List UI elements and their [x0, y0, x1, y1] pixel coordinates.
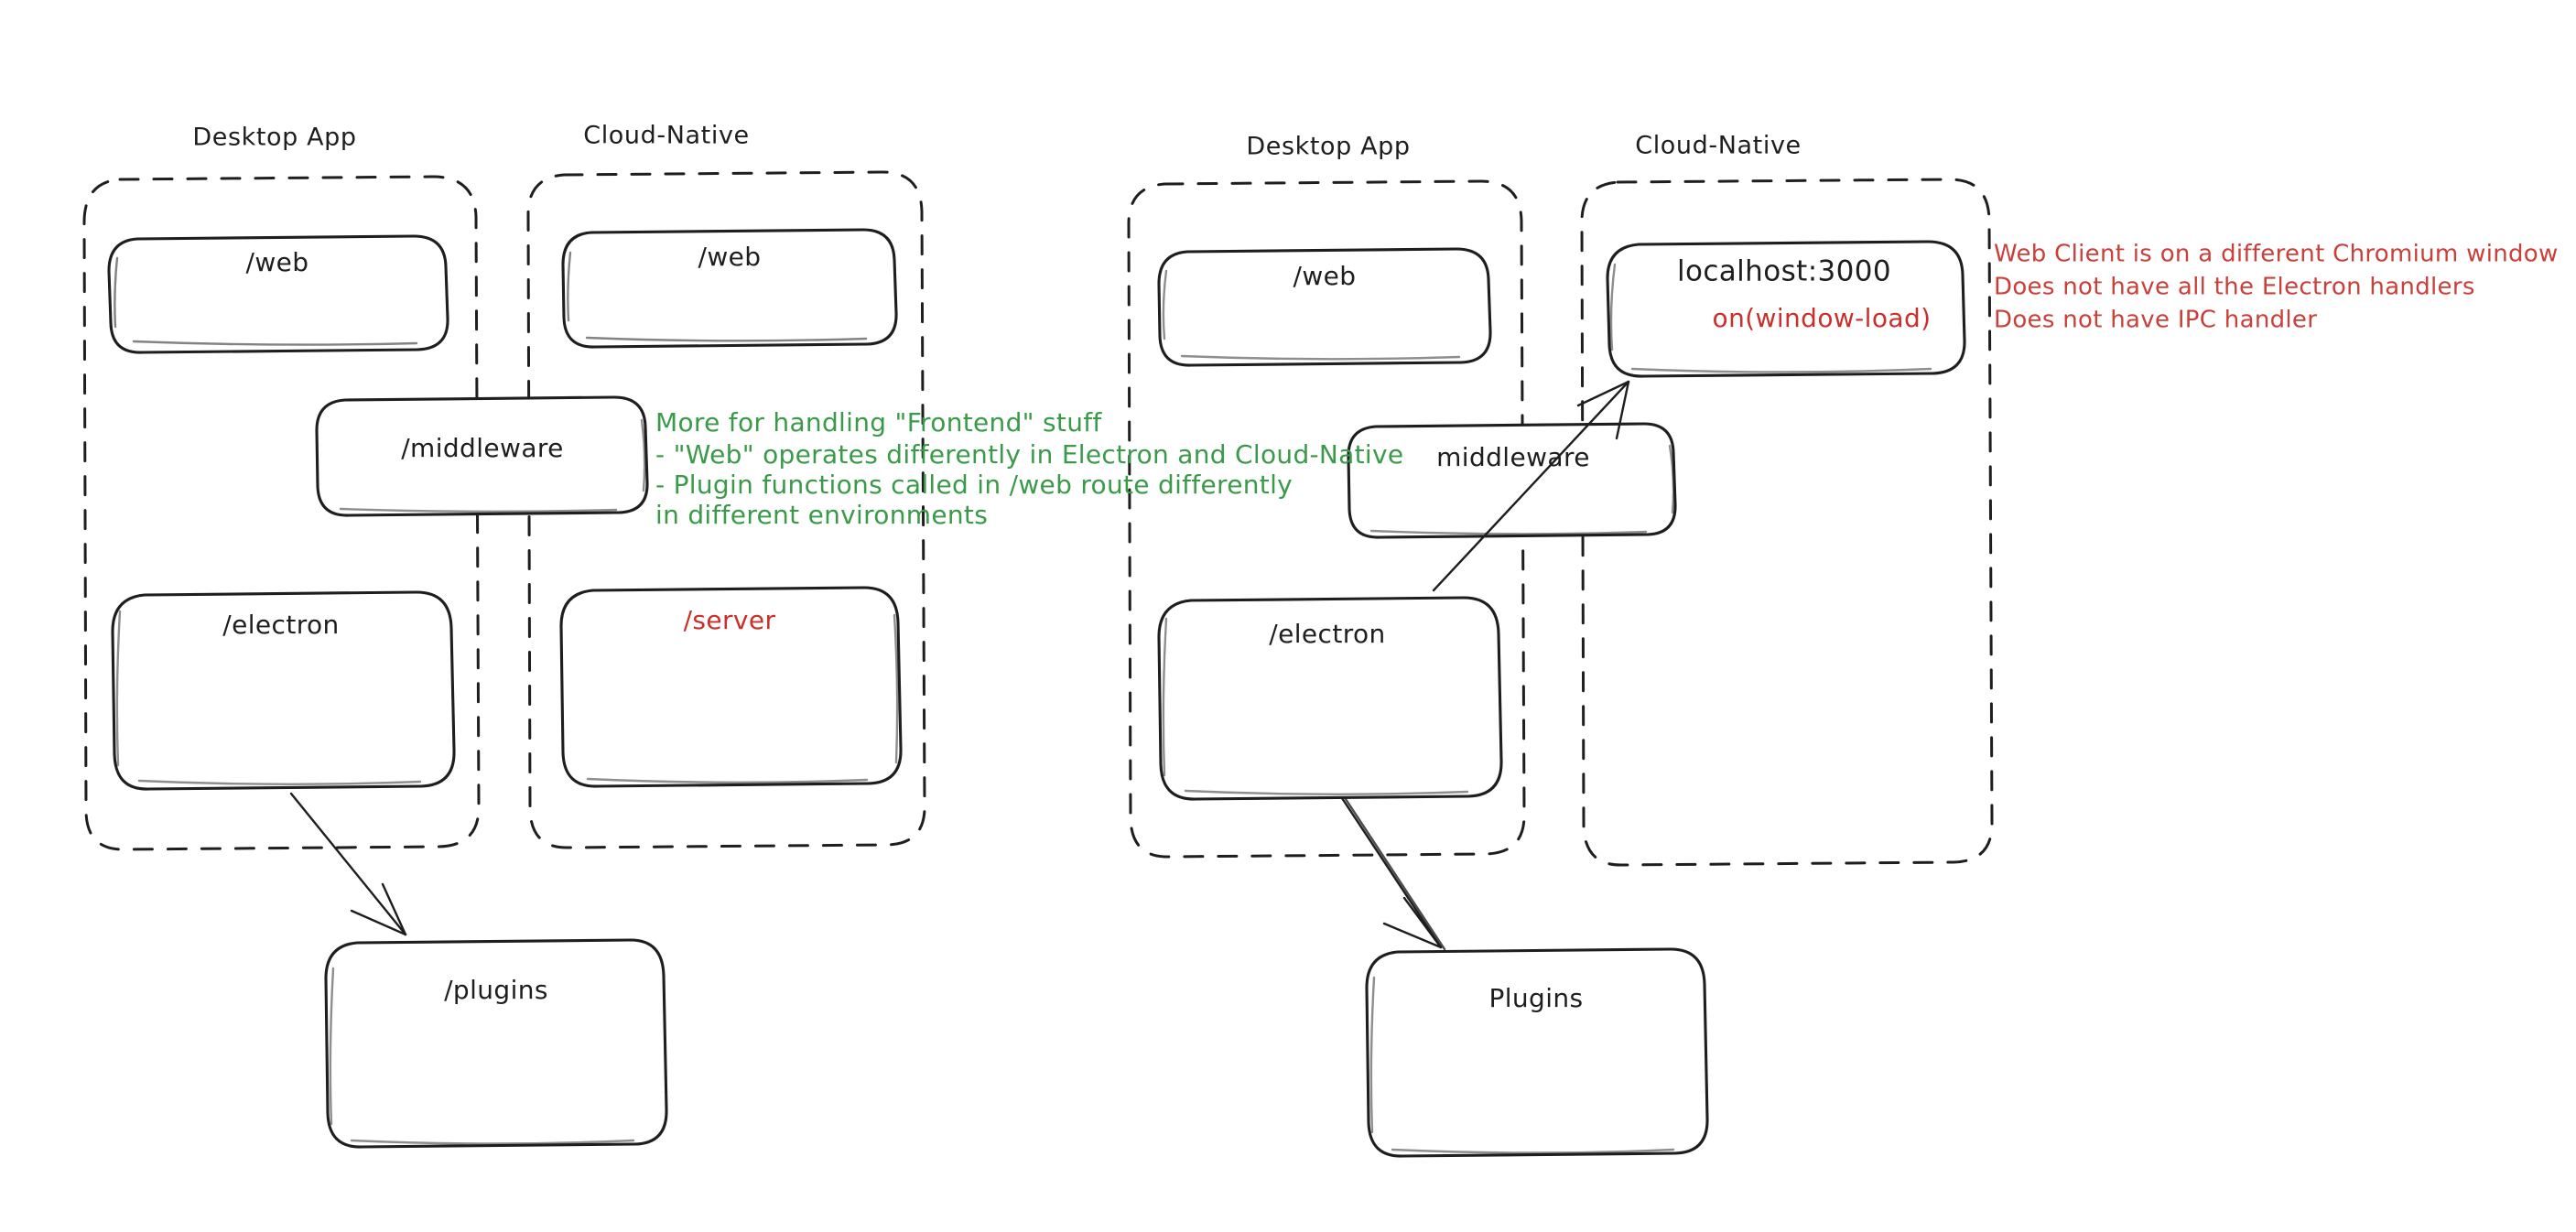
- left-cloud-web-node[interactable]: /web: [561, 228, 898, 349]
- left-electron-to-plugins-arrow: [289, 792, 407, 936]
- right-localhost-label: localhost:3000: [1677, 255, 1891, 288]
- right-localhost-sublabel: on(window-load): [1713, 303, 1932, 333]
- green-note-line-2: - "Web" operates differently in Electron…: [655, 439, 1403, 470]
- left-electron-node[interactable]: /electron: [111, 590, 456, 791]
- right-middleware-node[interactable]: middleware: [1347, 422, 1677, 539]
- right-plugins-node[interactable]: Plugins: [1365, 947, 1709, 1158]
- right-desktop-app-group-label: Desktop App: [1246, 133, 1410, 161]
- right-diagram: Desktop App Cloud-Native /web localhost:…: [1127, 132, 1994, 1158]
- left-plugins-node[interactable]: /plugins: [324, 938, 668, 1149]
- left-desktop-web-node[interactable]: /web: [107, 234, 449, 354]
- right-electron-label: /electron: [1269, 619, 1385, 649]
- left-plugins-label: /plugins: [444, 975, 548, 1005]
- red-note-line-3: Does not have IPC handler: [1994, 307, 2317, 334]
- red-annotation-note: Web Client is on a different Chromium wi…: [1994, 241, 2559, 334]
- right-cloud-native-group-label: Cloud-Native: [1635, 132, 1802, 160]
- green-note-line-1: More for handling "Frontend" stuff: [655, 407, 1102, 438]
- left-server-node[interactable]: /server: [559, 586, 903, 788]
- green-note-line-3: - Plugin functions called in /web route …: [655, 470, 1293, 500]
- left-diagram: Desktop App Cloud-Native /web /web /midd…: [82, 122, 926, 1149]
- left-desktop-app-group-boundary: [82, 175, 481, 851]
- right-cloud-native-group-boundary: [1580, 178, 1994, 867]
- green-annotation-note: More for handling "Frontend" stuff - "We…: [655, 407, 1403, 530]
- left-middleware-node[interactable]: /middleware: [315, 395, 649, 517]
- left-cloud-web-label: /web: [698, 242, 762, 272]
- right-desktop-web-label: /web: [1293, 261, 1357, 291]
- left-server-label: /server: [684, 605, 776, 635]
- right-plugins-label: Plugins: [1488, 983, 1583, 1013]
- right-electron-to-plugins-arrow: [1340, 796, 1446, 951]
- red-note-line-1: Web Client is on a different Chromium wi…: [1994, 241, 2559, 268]
- right-electron-node[interactable]: /electron: [1157, 596, 1503, 801]
- green-note-line-4: in different environments: [655, 500, 988, 530]
- right-desktop-web-node[interactable]: /web: [1157, 247, 1492, 367]
- right-localhost-node[interactable]: localhost:3000 on(window-load): [1606, 240, 1966, 378]
- left-desktop-app-group-label: Desktop App: [192, 124, 356, 152]
- left-middleware-label: /middleware: [401, 433, 564, 463]
- left-electron-label: /electron: [222, 610, 339, 640]
- red-note-line-2: Does not have all the Electron handlers: [1994, 274, 2475, 301]
- right-middleware-label: middleware: [1436, 442, 1590, 472]
- left-desktop-web-label: /web: [246, 247, 309, 277]
- right-electron-to-localhost-arrow: [1432, 380, 1630, 592]
- left-cloud-native-group-label: Cloud-Native: [583, 122, 750, 150]
